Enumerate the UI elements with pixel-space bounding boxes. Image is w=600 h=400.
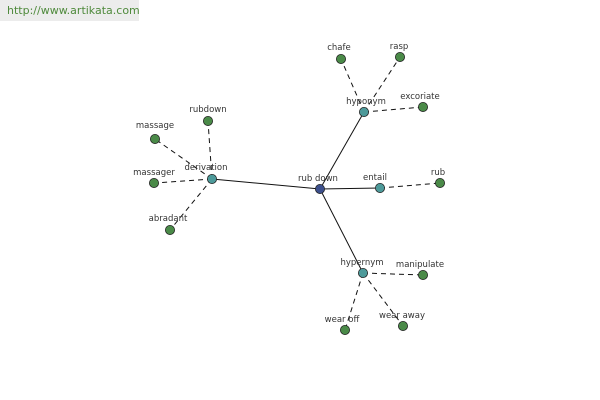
- word-node-rubdown[interactable]: [202, 116, 213, 127]
- root-label[interactable]: rub down: [298, 174, 338, 184]
- edge-root-hypernym: [319, 188, 364, 274]
- relation-label-hyponym[interactable]: hyponym: [346, 97, 386, 107]
- word-label-rubdown[interactable]: rubdown: [189, 105, 226, 115]
- root-node[interactable]: [314, 183, 325, 194]
- relation-node-entail[interactable]: [374, 182, 385, 193]
- edge-hyponym-excoriate: [363, 106, 424, 113]
- word-label-rub[interactable]: rub: [431, 168, 445, 178]
- word-label-chafe[interactable]: chafe: [327, 43, 351, 53]
- relation-label-hypernym[interactable]: hypernym: [340, 258, 383, 268]
- relation-node-derivation[interactable]: [206, 173, 217, 184]
- word-node-wear-away[interactable]: [397, 320, 408, 331]
- edge-root-derivation: [211, 178, 321, 190]
- edge-derivation-massage: [154, 138, 213, 180]
- edge-root-hyponym: [319, 111, 365, 190]
- relation-label-derivation[interactable]: derivation: [184, 163, 227, 173]
- relation-node-hypernym[interactable]: [357, 267, 368, 278]
- edge-root-entail: [319, 187, 381, 190]
- word-label-rasp[interactable]: rasp: [390, 42, 409, 52]
- word-node-massage[interactable]: [149, 133, 160, 144]
- word-label-excoriate[interactable]: excoriate: [400, 92, 439, 102]
- word-node-excoriate[interactable]: [417, 102, 428, 113]
- word-node-wear-off[interactable]: [339, 324, 350, 335]
- word-label-massage[interactable]: massage: [136, 121, 174, 131]
- relation-label-entail[interactable]: entail: [363, 173, 387, 183]
- edge-entail-rub: [379, 182, 441, 189]
- word-node-massager[interactable]: [148, 177, 159, 188]
- edge-hypernym-wear-away: [362, 272, 404, 327]
- word-label-abradant[interactable]: abradant: [149, 214, 188, 224]
- edge-derivation-massager: [153, 178, 213, 184]
- word-label-manipulate[interactable]: manipulate: [396, 260, 444, 270]
- word-label-massager[interactable]: massager: [133, 168, 175, 178]
- edge-hypernym-manipulate: [362, 272, 424, 276]
- edge-hypernym-wear-off: [344, 272, 364, 331]
- watermark-link[interactable]: http://www.artikata.com: [0, 0, 140, 21]
- word-node-abradant[interactable]: [164, 224, 175, 235]
- word-node-rub[interactable]: [434, 177, 445, 188]
- word-label-wear-away[interactable]: wear away: [379, 311, 425, 321]
- edge-hyponym-rasp: [363, 56, 401, 113]
- word-label-wear-off[interactable]: wear off: [325, 315, 361, 325]
- word-node-manipulate[interactable]: [417, 269, 428, 280]
- word-node-chafe[interactable]: [335, 54, 346, 65]
- edge-derivation-abradant: [169, 178, 213, 231]
- relation-node-hyponym[interactable]: [358, 107, 369, 118]
- edge-hyponym-chafe: [340, 58, 365, 113]
- word-node-rasp[interactable]: [394, 52, 405, 63]
- edge-derivation-rubdown: [207, 120, 213, 180]
